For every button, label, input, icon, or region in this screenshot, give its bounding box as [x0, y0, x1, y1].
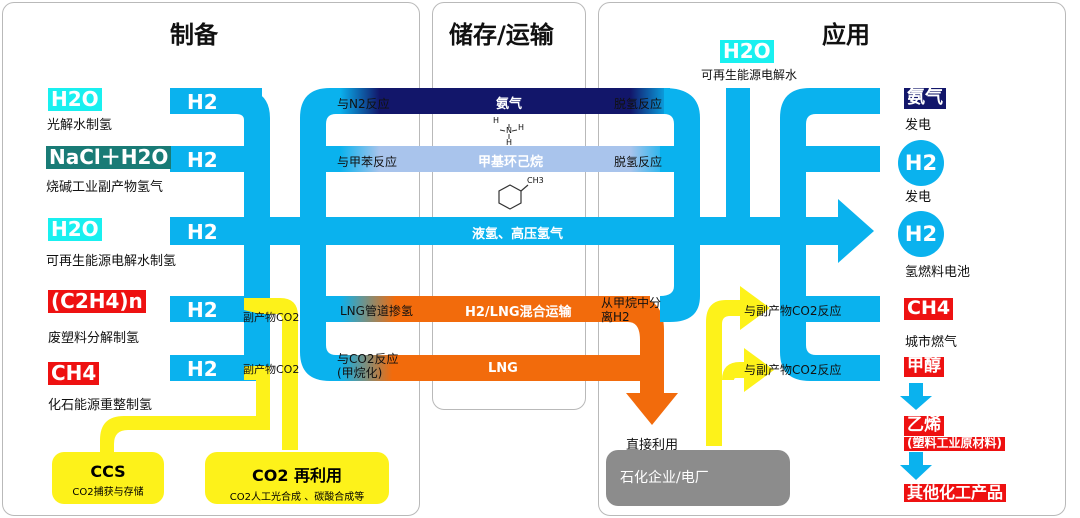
app-ch4-desc: 城市燃气 [905, 335, 958, 350]
app-h2-fc-desc: 氢燃料电池 [905, 265, 971, 280]
ccs-box: CCS CO2捕获与存储 [52, 452, 164, 504]
production-panel [2, 2, 420, 516]
source-4-formula: (C2H4)n [48, 290, 146, 313]
mch-out-label: 脱氢反应 [614, 155, 663, 169]
ammonia-h-right: H [518, 123, 525, 132]
liquid-name: 液氢、高压氢气 [472, 227, 564, 242]
source-1-formula: H2O [48, 88, 102, 111]
ccs-desc: CO2捕获与存储 [72, 487, 144, 498]
renewable-desc: 可再生能源电解水 [701, 68, 798, 82]
methanol-arrow [900, 396, 932, 410]
ammonia-pipe [340, 88, 670, 114]
ethylene-arrow [900, 465, 932, 480]
source-1-desc: 光解水制氢 [47, 118, 113, 133]
h2-label-3: H2 [187, 220, 218, 244]
petro-box: 石化企业/电厂 [606, 450, 790, 506]
storage-panel [432, 2, 586, 410]
mch-molecule [498, 184, 522, 210]
h2-label-4: H2 [187, 298, 218, 322]
lng-pipe [340, 355, 630, 381]
direct-use-arrow [626, 393, 678, 425]
co2-reuse-flow-1 [706, 286, 770, 446]
co2-flow-2 [100, 366, 270, 456]
ammonia-in-label: 与N2反应 [337, 97, 390, 111]
app-h2-power: H2 [898, 140, 944, 186]
app-flow-4 [806, 296, 880, 322]
co2-reuse-box: CO2 再利用 CO2人工光合成 、碳酸合成等 [205, 452, 389, 504]
app-ammonia: 氨气 [904, 87, 946, 109]
app-ammonia-desc: 发电 [905, 118, 932, 133]
app-others: 其他化工产品 [904, 483, 1007, 503]
byproduct-co2-label-2: 副产物CO2 [243, 363, 300, 376]
renewable-formula: H2O [720, 40, 774, 63]
h2-main-arrow [838, 199, 874, 263]
ammonia-h-top: H [493, 116, 500, 125]
storage-loop-left [300, 88, 350, 245]
source-4-desc: 废塑料分解制氢 [48, 331, 140, 346]
lng-join [620, 355, 664, 381]
section-title-storage: 储存/运输 [449, 21, 554, 49]
h2-flow-3 [170, 217, 850, 245]
react-co2-label-2: 与副产物CO2反应 [744, 363, 842, 377]
app-ethylene: 乙烯 [904, 415, 944, 436]
ammonia-n: N [506, 126, 512, 135]
lng-mix-pipe [340, 296, 650, 322]
mch-name: 甲基环己烷 [478, 155, 544, 170]
lng-name: LNG [488, 361, 518, 376]
lng-mix-out-label: 从甲烷中分离H2 [601, 296, 662, 324]
renewable-flow [726, 88, 750, 218]
ccs-title: CCS [90, 462, 126, 481]
source-5-formula: CH4 [48, 362, 100, 385]
lng-mix-name: H2/LNG混合运输 [465, 305, 572, 320]
ammonia-h-bottom: H [506, 138, 513, 147]
mch-return [660, 146, 690, 172]
ammonia-name: 氨气 [496, 97, 523, 112]
co2-reuse-desc: CO2人工光合成 、碳酸合成等 [229, 492, 365, 503]
app-methanol: 甲醇 [904, 356, 944, 377]
ammonia-out-label: 脱氢反应 [614, 97, 663, 111]
source-5-desc: 化石能源重整制氢 [48, 398, 153, 413]
petro-label: 石化企业/电厂 [620, 470, 709, 486]
app-h2-power-desc: 发电 [905, 190, 932, 205]
co2-flow-1 [244, 298, 298, 450]
lng-in-label: 与CO2反应(甲烷化) [337, 352, 399, 380]
storage-loop-right [660, 88, 700, 322]
source-3-desc: 可再生能源电解水制氢 [46, 254, 177, 269]
h2-label-2: H2 [187, 148, 218, 172]
byproduct-co2-label-1: 副产物CO2 [243, 311, 300, 324]
direct-use-label: 直接利用 [626, 438, 679, 453]
app-h2-fc: H2 [898, 211, 944, 257]
lng-mix-in-label: LNG管道掺氢 [340, 304, 413, 318]
h2-label-5: H2 [187, 357, 218, 381]
mch-ch3: CH3 [527, 176, 544, 185]
source-2-desc: 烧碱工业副产物氢气 [46, 180, 164, 195]
app-bus [780, 88, 880, 381]
storage-loop-lower [300, 245, 350, 381]
mch-in-label: 与甲苯反应 [337, 155, 398, 169]
co2-reuse-flow-2 [722, 348, 774, 392]
source-3-formula: H2O [48, 218, 102, 241]
app-ch4: CH4 [904, 297, 954, 320]
section-title-production: 制备 [170, 21, 218, 49]
react-co2-label-1: 与副产物CO2反应 [744, 304, 842, 318]
co2-reuse-title: CO2 再利用 [251, 466, 343, 485]
mch-pipe [340, 146, 670, 172]
section-title-application: 应用 [822, 21, 870, 49]
source-2-formula: NaCl＋H2O [46, 146, 172, 169]
app-ethylene-note: (塑料工业原材料) [904, 436, 1005, 451]
app-flow-2 [806, 146, 880, 172]
ammonia-molecule [499, 124, 518, 139]
h2-label-1: H2 [187, 90, 218, 114]
